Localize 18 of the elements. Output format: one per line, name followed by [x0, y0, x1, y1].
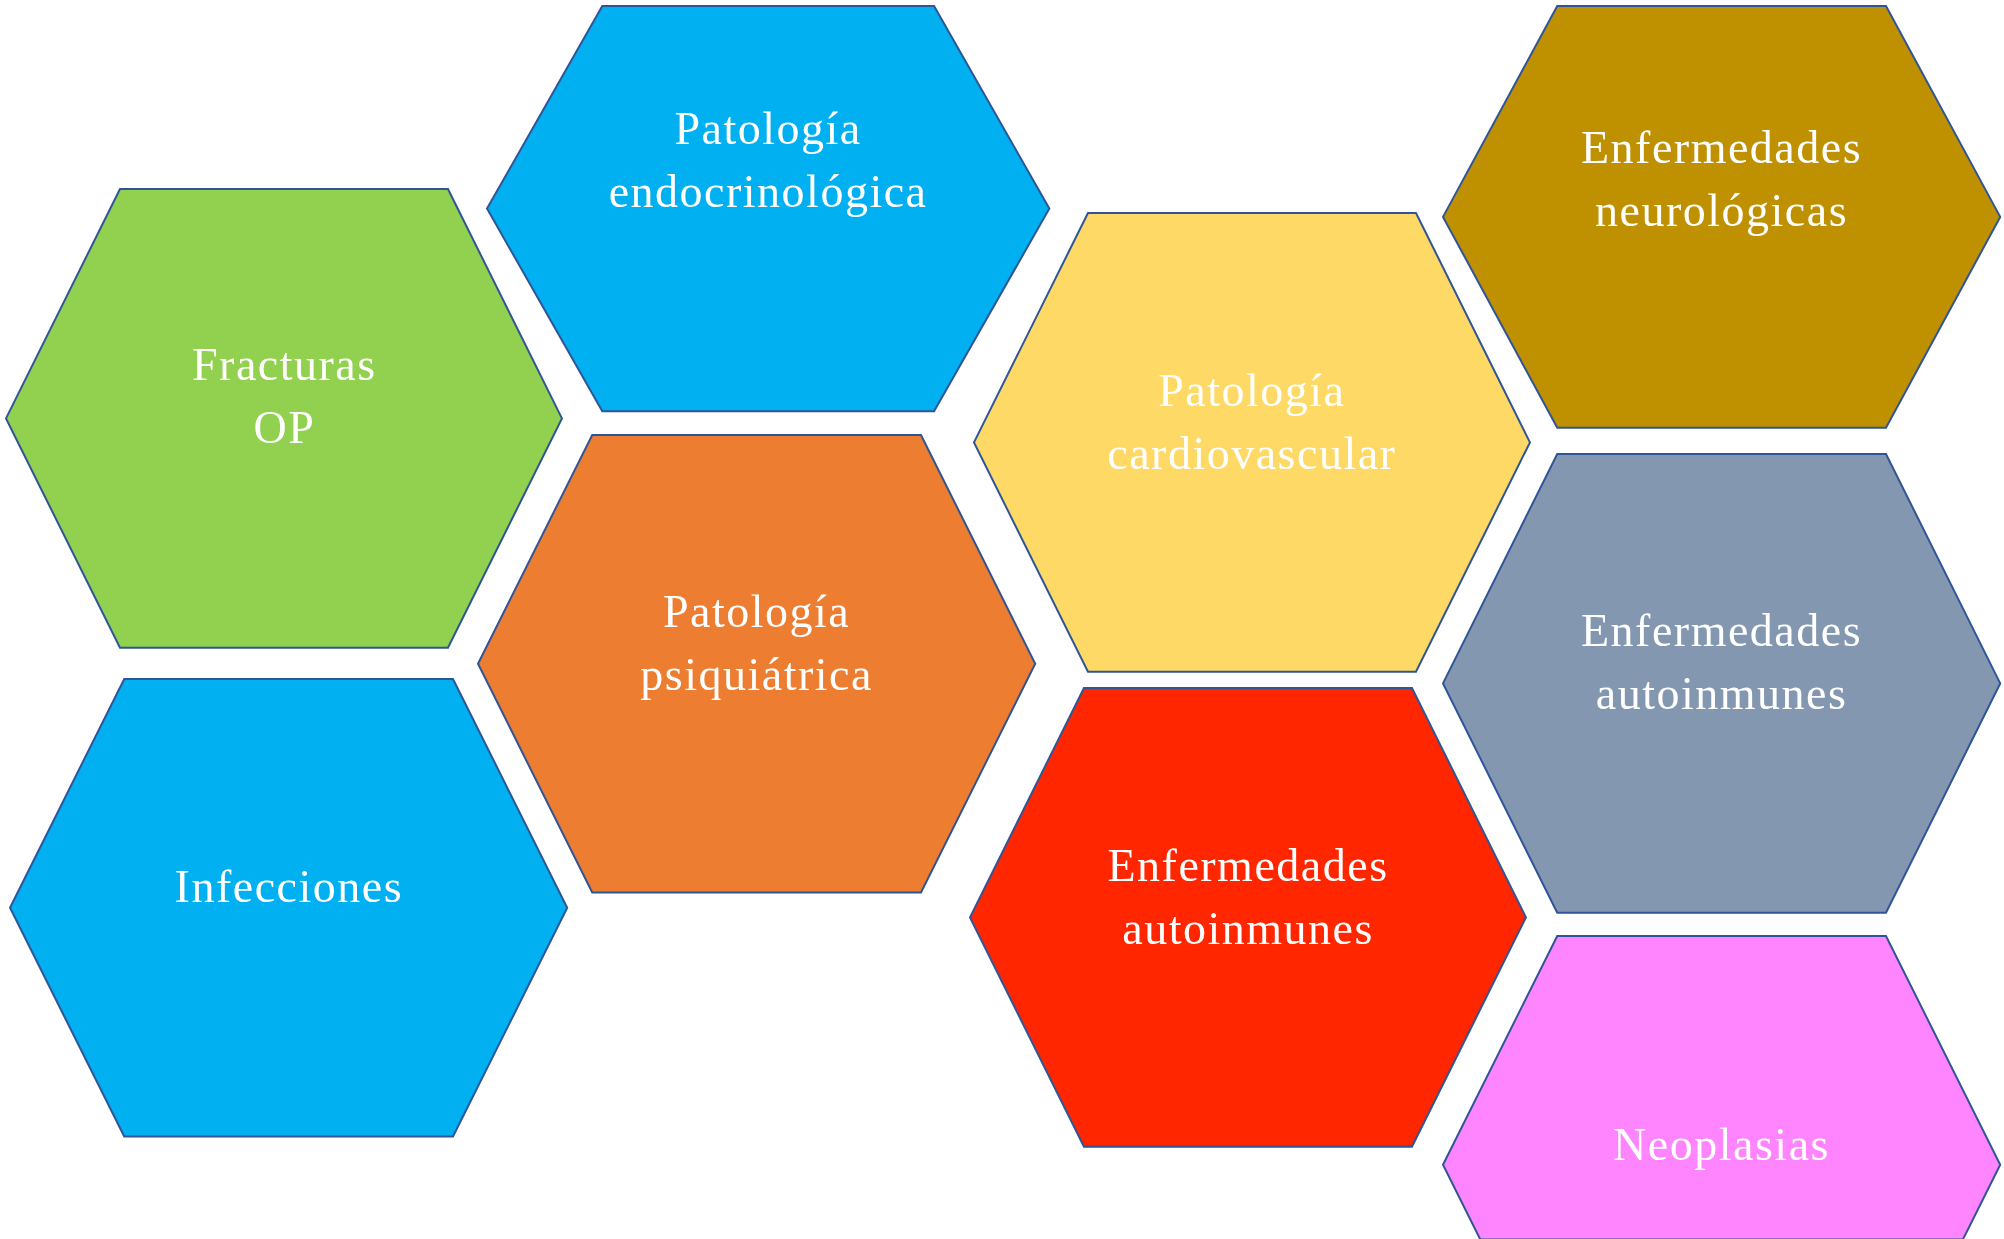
hexagon-label: Fracturas OP: [191, 338, 378, 456]
hexagon-label: Neoplasias: [1612, 1118, 1831, 1173]
hexagon: [1442, 453, 2001, 913]
hexagon-label: Enfermedades autoinmunes: [1106, 839, 1390, 957]
hexagon: [486, 6, 1050, 412]
hexagon: [478, 434, 1036, 893]
hexagon-label: Patología psiquiátrica: [639, 584, 874, 702]
hexagon: [1442, 935, 2001, 1239]
hexagon: [970, 687, 1526, 1147]
hexagon: [6, 189, 563, 648]
hexagon: [973, 213, 1530, 673]
hexagon-label: Enfermedades autoinmunes: [1580, 604, 1864, 721]
hexagon-label: Infecciones: [173, 860, 405, 915]
hexagon: [1442, 6, 2001, 429]
hexagon-label: Patología cardiovascular: [1106, 363, 1398, 481]
hexagon-label: Patología endocrinológica: [607, 101, 929, 219]
hexagon-label: Enfermedades neurológicas: [1580, 120, 1864, 238]
hexagon: [10, 678, 568, 1137]
